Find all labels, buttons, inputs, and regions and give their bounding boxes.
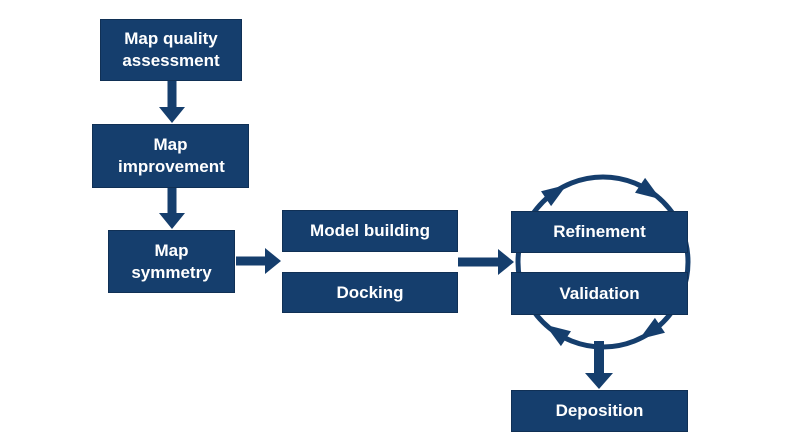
node-deposition: Deposition xyxy=(511,390,688,432)
node-map-symmetry-label: Map symmetry xyxy=(131,240,212,282)
node-refinement: Refinement xyxy=(511,211,688,253)
node-map-quality-assessment: Map quality assessment xyxy=(100,19,242,81)
node-deposition-label: Deposition xyxy=(555,401,644,421)
node-map-improvement-label: Map improvement xyxy=(118,135,225,176)
node-model-building: Model building xyxy=(282,210,458,252)
node-model-building-label: Model building xyxy=(310,221,430,241)
arrow-building-to-refinement-head xyxy=(498,249,514,275)
cycle-arrowhead-top-right xyxy=(635,177,661,200)
node-validation-label: Validation xyxy=(559,283,640,303)
cycle-arrowhead-top-left xyxy=(541,184,567,207)
arrow-cycle-to-deposition-head xyxy=(585,373,613,389)
node-docking: Docking xyxy=(282,272,458,313)
cycle-arrowhead-bottom-left xyxy=(545,324,571,347)
cycle-circle xyxy=(515,174,691,350)
arrow-assessment-to-improvement-head xyxy=(159,107,185,123)
node-map-improvement: Map improvement xyxy=(92,124,249,188)
node-map-symmetry: Map symmetry xyxy=(108,230,235,293)
arrow-improvement-to-symmetry-head xyxy=(159,213,185,229)
node-docking-label: Docking xyxy=(336,282,404,302)
node-validation: Validation xyxy=(511,272,688,315)
arrow-symmetry-to-building-head xyxy=(265,248,281,274)
node-refinement-label: Refinement xyxy=(553,222,646,242)
node-map-quality-assessment-label: Map quality assessment xyxy=(122,29,220,70)
cycle-arrowhead-bottom-right xyxy=(639,317,665,340)
